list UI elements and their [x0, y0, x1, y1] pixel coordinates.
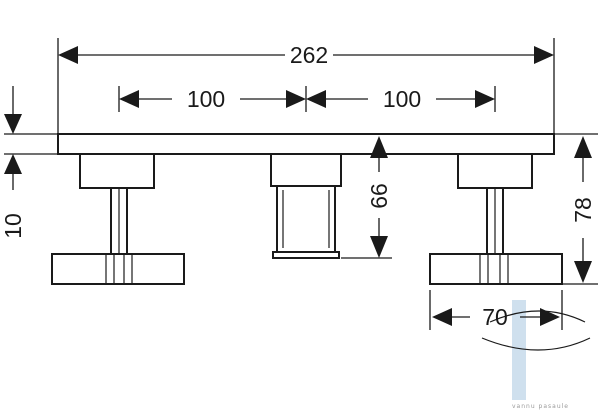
dim-label-100-right: 100	[383, 86, 421, 112]
watermark-curve	[481, 337, 591, 351]
arrow-66-bottom	[370, 236, 388, 258]
arrow-78-top	[574, 136, 592, 158]
dim-label-66: 66	[366, 183, 392, 209]
arrow-78-bottom	[574, 261, 592, 283]
left-handle-assembly	[51, 153, 185, 285]
arrow-70-left	[432, 308, 452, 326]
left-escutcheon	[79, 153, 155, 189]
dim-label-262: 262	[290, 42, 328, 68]
right-escutcheon	[457, 153, 533, 189]
dimension-center-depth: 66	[341, 136, 392, 259]
dim-label-78: 78	[570, 197, 596, 223]
watermark-bar	[512, 300, 526, 400]
dimension-right-spacing: 100	[306, 86, 496, 112]
mounting-plate	[57, 133, 555, 155]
watermark: vannu pasaule	[481, 300, 591, 410]
dimension-total-depth: 78	[554, 133, 598, 285]
dimension-plate-thickness: 10	[0, 86, 58, 239]
dim-label-10: 10	[0, 213, 26, 239]
dimension-handle-width: 70	[429, 290, 563, 330]
dim-label-70: 70	[482, 304, 508, 330]
arrow-100b-left	[306, 90, 326, 108]
arrow-262-left	[58, 46, 78, 64]
dimension-overall-width: 262	[57, 38, 555, 134]
watermark-text: vannu pasaule	[512, 403, 569, 410]
arrow-10-bottom	[4, 154, 22, 174]
left-cross-handle	[51, 253, 185, 285]
arrow-100b-right	[475, 90, 495, 108]
center-body	[270, 153, 342, 259]
right-cross-handle	[429, 253, 563, 285]
dimension-left-spacing: 100	[118, 86, 307, 112]
dim-label-100-left: 100	[187, 86, 225, 112]
center-outlet	[276, 185, 336, 253]
arrow-10-top	[4, 114, 22, 134]
arrow-70-right	[540, 308, 560, 326]
arrow-100a-left	[119, 90, 139, 108]
arrow-100a-right	[286, 90, 306, 108]
center-escutcheon	[270, 153, 342, 187]
arrow-66-top	[370, 136, 388, 158]
right-handle-assembly	[429, 153, 563, 285]
center-outlet-rim	[272, 251, 340, 259]
watermark-curve-top	[489, 310, 586, 323]
arrow-262-right	[534, 46, 554, 64]
